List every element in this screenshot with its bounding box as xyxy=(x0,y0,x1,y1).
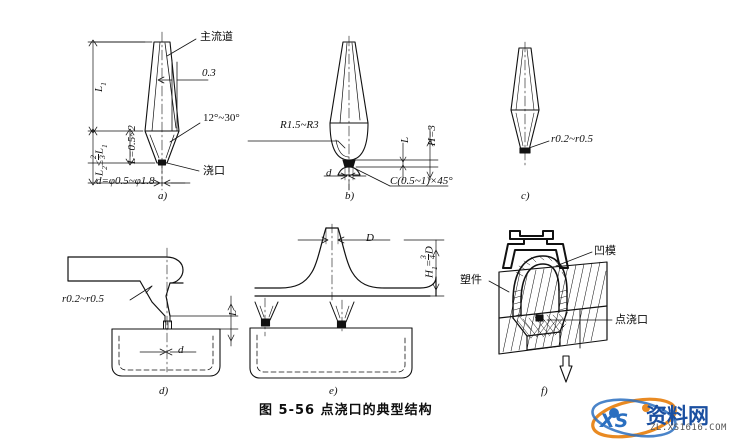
label-d-b: d xyxy=(326,167,332,179)
d-runner-lower xyxy=(67,256,166,317)
panel-letter-c: c) xyxy=(521,190,530,202)
panel-letter-b: b) xyxy=(345,190,355,202)
e-gate-tip-left xyxy=(260,318,271,327)
label-part-f: 塑件 xyxy=(460,273,482,286)
a-gate-tip xyxy=(157,159,167,166)
c-leader-radius xyxy=(528,140,550,149)
e-part-inner xyxy=(256,334,406,373)
panel-letter-d: d) xyxy=(159,385,169,397)
label-thickness-03: 0.3 xyxy=(202,67,216,79)
f-hatch-cavity xyxy=(513,255,568,317)
f-leader-part xyxy=(488,280,510,293)
b-leader-chamfer xyxy=(351,166,391,187)
watermark: XS 资料网 ZL.XS1616.COM xyxy=(584,396,744,440)
label-L1: L1 xyxy=(93,82,109,92)
b-dim-H xyxy=(426,127,434,181)
f-hatch-front xyxy=(502,261,607,353)
figure-caption: 图 5-56 点浇口的典型结构 xyxy=(259,403,433,418)
a-leader-angle xyxy=(169,122,201,143)
b-dim-L xyxy=(399,142,407,181)
label-L-d: L xyxy=(227,309,239,316)
label-d-d: d xyxy=(178,344,184,356)
a-leader-gate xyxy=(166,162,200,172)
a-dim-03 xyxy=(157,59,209,132)
d-runner-upper xyxy=(67,256,184,284)
a-dim-L2 xyxy=(88,128,98,186)
f-part-silhouette xyxy=(502,230,569,269)
label-radius-b: R1.5~R3 xyxy=(280,119,319,131)
label-angle-12-30: 12°~30° xyxy=(203,112,240,124)
panel-letter-e: e) xyxy=(329,385,338,397)
e-part-outline xyxy=(249,327,413,379)
panel-letter-f: f) xyxy=(541,385,548,397)
label-gate-a: 浇口 xyxy=(203,164,225,177)
f-runner-channel xyxy=(512,311,568,337)
panel-letter-a: a) xyxy=(158,190,168,202)
a-dim-d xyxy=(127,179,191,187)
d-dim-d xyxy=(139,348,197,356)
e-runner-left xyxy=(254,227,327,289)
f-injection-arrow xyxy=(559,355,573,383)
label-d-dim-a: d=φ0.5~φ1.8 xyxy=(96,175,155,187)
watermark-brand: 资料网 xyxy=(646,404,709,428)
label-radius-d: r0.2~r0.5 xyxy=(62,293,105,305)
label-H-b: H=3 xyxy=(426,125,438,146)
svg-text:XS: XS xyxy=(599,410,628,432)
label-radius-c: r0.2~r0.5 xyxy=(551,133,594,145)
f-cavity-arch xyxy=(512,255,568,303)
d-part-outline xyxy=(111,328,221,377)
label-sprue-a: 主流道 xyxy=(200,30,233,43)
f-parting-line xyxy=(498,305,608,319)
d-part-inner xyxy=(118,335,214,371)
c-gate-tip xyxy=(519,147,531,154)
label-D-e: D xyxy=(366,232,374,244)
label-cavity-f: 凹模 xyxy=(594,244,616,257)
a-dim-L xyxy=(125,128,135,166)
b-gate-neck xyxy=(342,159,356,168)
label-L-b: L xyxy=(399,136,411,143)
label-chamfer-b: C(0.5~1)×45° xyxy=(390,175,453,187)
d-dim-L xyxy=(169,295,239,347)
label-L-dim-a: L=0.5~2 xyxy=(126,125,138,164)
f-pin-gate-mark xyxy=(535,314,544,322)
a-leader-sprue xyxy=(166,38,197,57)
e-gate-funnel-left xyxy=(254,301,279,321)
e-dim-D xyxy=(297,227,391,245)
e-dim-H1 xyxy=(403,239,445,297)
e-gate-tip-right xyxy=(336,320,347,329)
watermark-logo-icon: XS xyxy=(591,397,677,439)
d-leader-radius xyxy=(129,285,153,301)
label-pingate-f: 点浇口 xyxy=(615,313,648,326)
watermark-url: ZL.XS1616.COM xyxy=(650,423,727,433)
b-dim-d xyxy=(323,166,367,181)
f-leader-cavity xyxy=(555,251,593,267)
